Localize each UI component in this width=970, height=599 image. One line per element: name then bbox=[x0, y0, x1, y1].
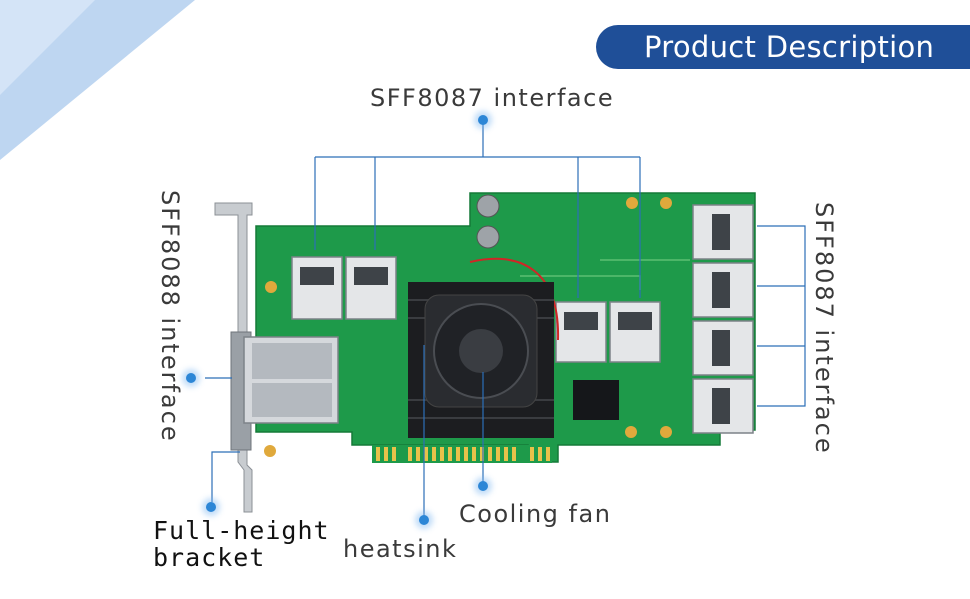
fan-cable bbox=[469, 257, 560, 341]
lattice-chip bbox=[573, 380, 619, 420]
cooling-fan bbox=[424, 294, 538, 408]
label-heatsink: heatsink bbox=[343, 535, 458, 563]
label-bracket: Full-height bracket bbox=[153, 516, 330, 572]
label-sff8087-right: SFF8087 interface bbox=[810, 202, 838, 455]
page-title: Product Description bbox=[644, 30, 935, 64]
dot-bracket bbox=[206, 502, 216, 512]
dot-sff8087-top bbox=[478, 115, 488, 125]
dot-heatsink bbox=[419, 515, 429, 525]
label-sff8087-top: SFF8087 interface bbox=[370, 84, 615, 112]
label-sff8088-left: SFF8088 interface bbox=[156, 190, 184, 443]
sff8088-connector bbox=[243, 336, 339, 424]
header-pill: Product Description bbox=[596, 25, 970, 69]
dot-cooling-fan bbox=[478, 481, 488, 491]
label-cooling-fan: Cooling fan bbox=[459, 500, 612, 528]
capacitors bbox=[476, 194, 500, 249]
dot-sff8088 bbox=[186, 373, 196, 383]
